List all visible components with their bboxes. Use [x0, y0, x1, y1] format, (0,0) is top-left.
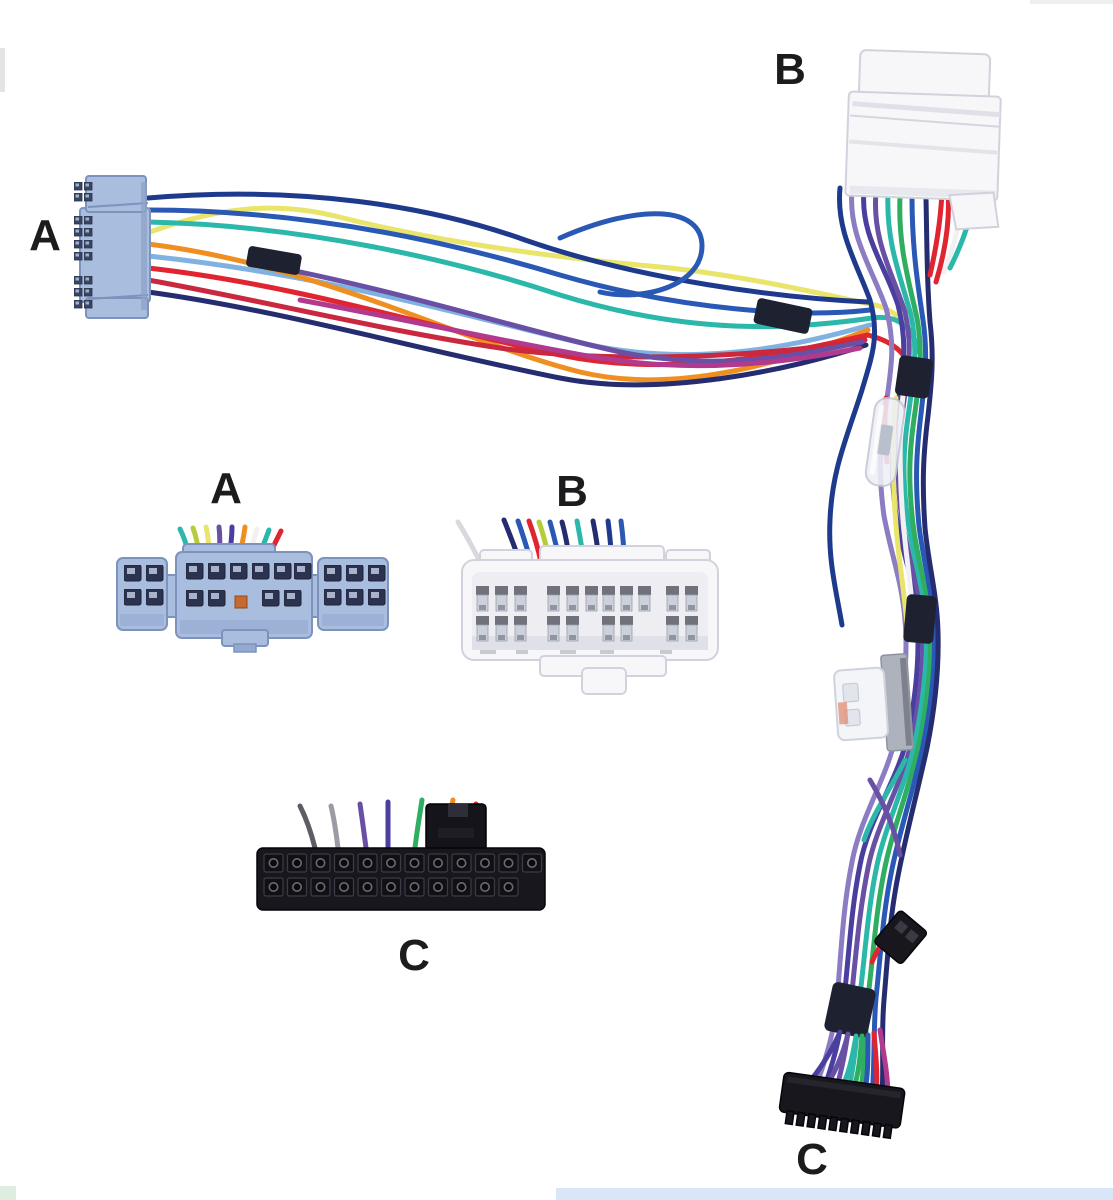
tape-wrap-1: [246, 246, 302, 275]
wire-bundle-a-to-junction: [145, 191, 921, 388]
label-connector-b-main: B: [774, 45, 806, 94]
crimp-splice-connector: [864, 397, 906, 487]
closeup-connector-b: [455, 517, 719, 695]
label-connector-a-main: A: [29, 211, 61, 260]
bottom-strip: [556, 1188, 1113, 1200]
connector-a-main: [74, 175, 151, 319]
orange-key-pin: [234, 595, 248, 609]
connector-b-main: [844, 49, 1002, 231]
label-closeup-c: C: [398, 931, 430, 980]
closeup-connector-a: [116, 524, 389, 653]
inline-relay-connector: [833, 653, 914, 752]
closeup-connector-c: [256, 797, 558, 914]
tape-wrap-vertical-1: [895, 355, 933, 399]
tape-wrap-vertical-3: [824, 982, 876, 1038]
branch-connector-2pin: [869, 910, 928, 965]
connector-c-main: [778, 1071, 906, 1140]
label-closeup-a: A: [210, 464, 242, 513]
blue-wire-loop: [557, 211, 705, 298]
latch-tab: [581, 667, 627, 695]
label-connector-c-main: C: [796, 1135, 828, 1184]
tape-wrap-vertical-2: [903, 594, 937, 644]
label-closeup-b: B: [556, 467, 588, 516]
connector-b-tab: [948, 191, 1000, 231]
tape-wrap-2: [753, 298, 813, 334]
